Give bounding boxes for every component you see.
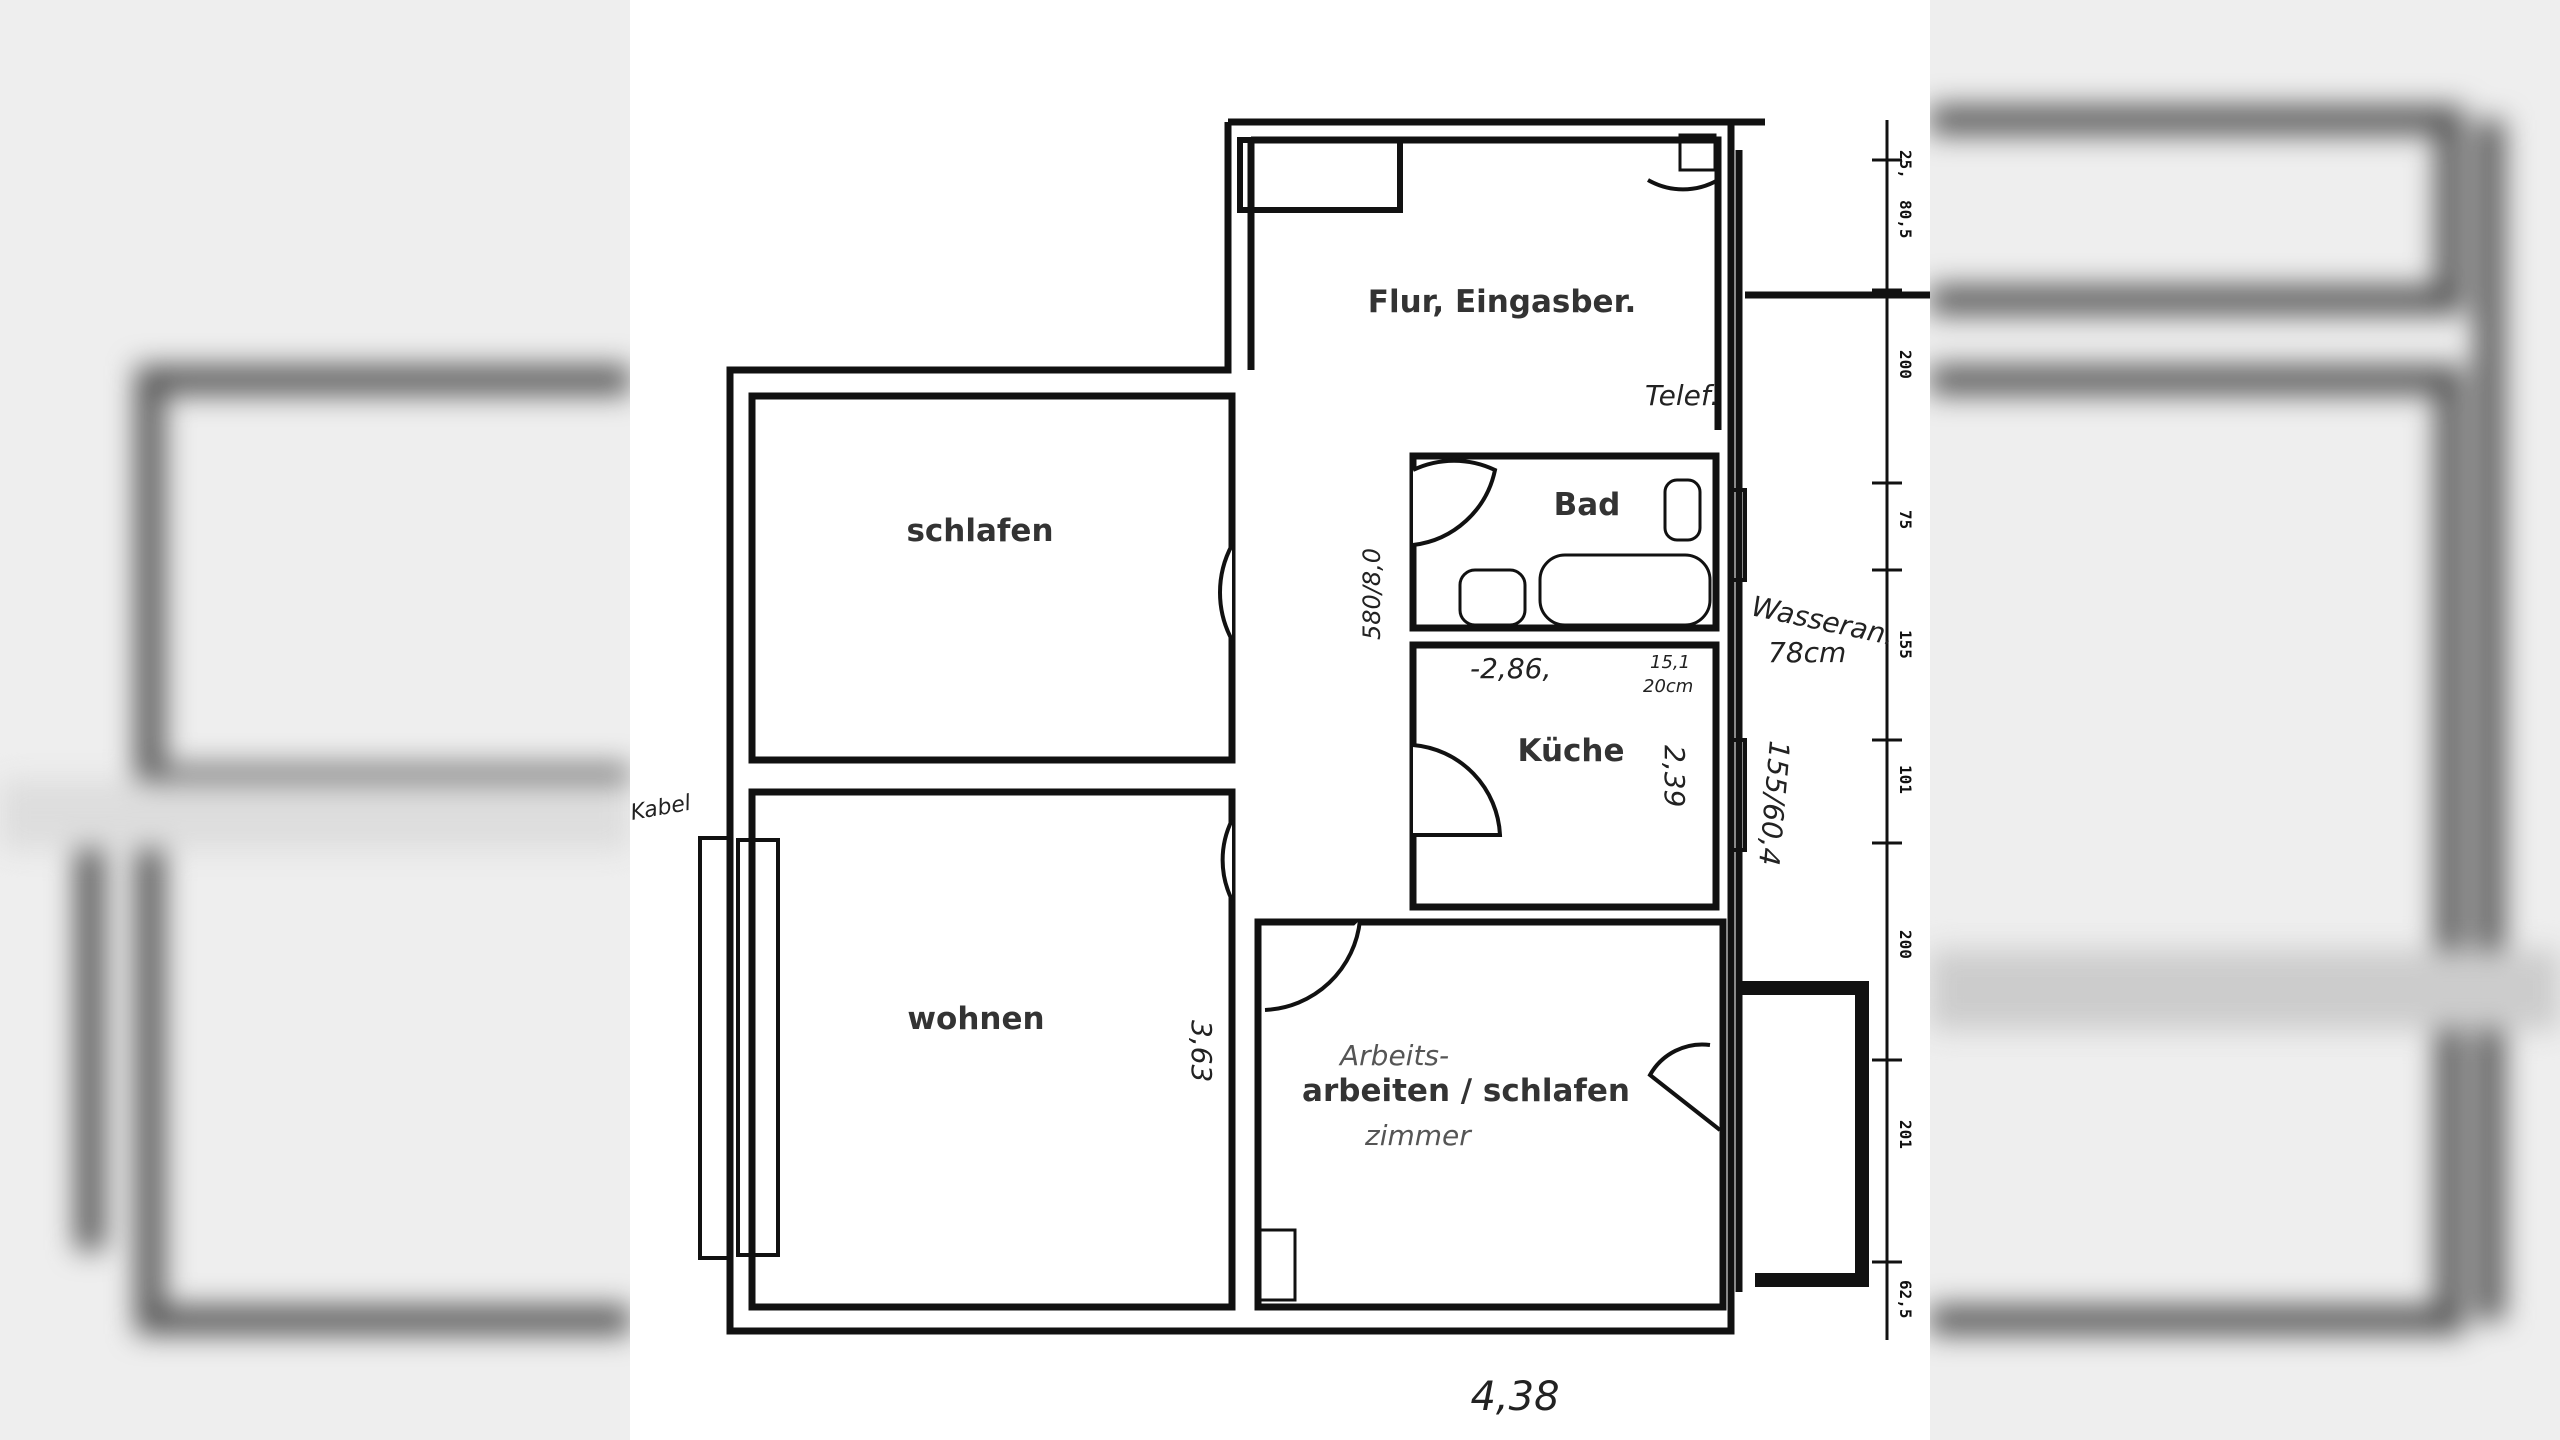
fixtures: [1237, 133, 1717, 1302]
note-kueche-width: -2,86,: [1470, 652, 1551, 685]
dimension-label: 25,: [1896, 150, 1915, 179]
room-label-wohnen: wohnen: [907, 1001, 1044, 1037]
dimension-ticks: [1872, 158, 1902, 1264]
room-label-schlafen: schlafen: [906, 513, 1053, 549]
doors: [1218, 178, 1722, 1132]
washbasin-icon: [1458, 568, 1527, 627]
dimension-label: 200: [1896, 350, 1915, 379]
room-label-flur: Flur, Eingasber.: [1368, 284, 1636, 320]
room-label-arbeiten: arbeiten / schlafen: [1302, 1073, 1630, 1109]
dimension-labels: 25, 80,5 200 75 155 101 200 201 62,5: [1896, 150, 1915, 1319]
dimension-label: 155: [1896, 630, 1915, 659]
room-label-kueche: Küche: [1517, 733, 1624, 769]
dimension-label: 62,5: [1896, 1280, 1915, 1319]
chimney-icon: [1258, 1228, 1297, 1302]
note-telefon: Telef.: [1645, 379, 1719, 412]
dimension-label: 201: [1896, 1120, 1915, 1149]
toilet-icon: [1663, 478, 1702, 542]
floor-plan: Flur, Eingasber. schlafen Bad Küche wohn…: [630, 0, 1930, 1440]
note-bottom-width: 4,38: [1470, 1374, 1559, 1420]
blurred-background-left: [0, 0, 630, 1440]
dimension-label: 101: [1896, 765, 1915, 794]
note-arbeitszimmer-2: zimmer: [1364, 1119, 1472, 1152]
note-kabel: Kabel: [630, 791, 693, 826]
walls: [698, 118, 1930, 1340]
bathtub-icon: [1538, 553, 1712, 627]
note-right-measure: 155/60,4: [1752, 739, 1796, 867]
note-kueche-length: 2,39: [1658, 745, 1691, 807]
note-arbeitszimmer-1: Arbeits-: [1338, 1039, 1449, 1072]
dimension-label: 75: [1896, 510, 1915, 529]
note-wohnen-measure: 3,63: [1185, 1020, 1218, 1082]
dimension-label: 200: [1896, 930, 1915, 959]
note-wasseranschluss-height: 78cm: [1768, 636, 1846, 669]
note-left-measure: 580/8,0: [1358, 548, 1386, 640]
dimension-label: 80,5: [1896, 200, 1915, 239]
note-kueche-2: 20cm: [1643, 676, 1693, 697]
room-label-bad: Bad: [1554, 487, 1621, 523]
note-kueche-1: 15,1: [1650, 652, 1690, 673]
blurred-background-right: [1930, 0, 2560, 1440]
boiler-icon: [1678, 133, 1717, 172]
